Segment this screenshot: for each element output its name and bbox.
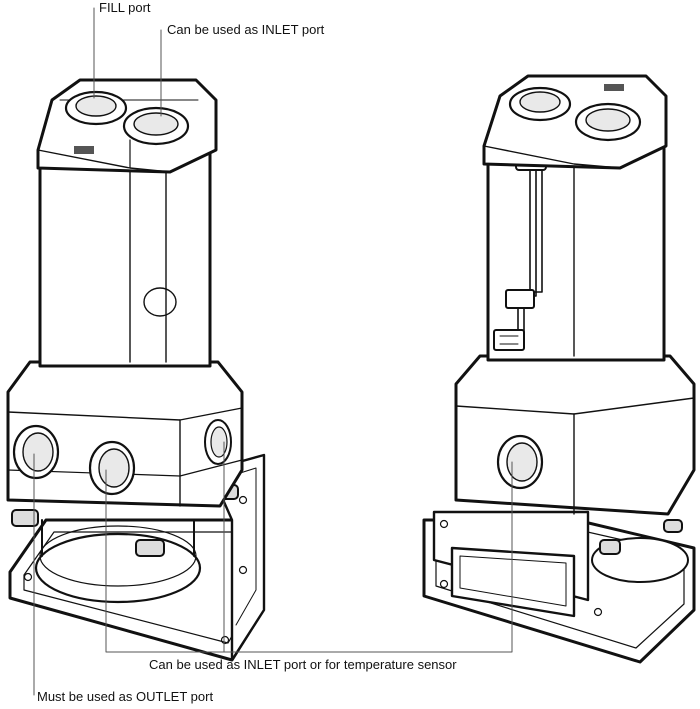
left-fill-port bbox=[64, 90, 128, 126]
left-outlet-port bbox=[12, 424, 60, 480]
leader-inlet-or-temp bbox=[105, 441, 513, 653]
left-inlet-port bbox=[122, 106, 190, 146]
left-side-port bbox=[204, 419, 232, 465]
left-front-port bbox=[88, 440, 136, 496]
left-body-tube bbox=[38, 146, 212, 368]
left-reservoir bbox=[6, 78, 266, 662]
right-reservoir bbox=[422, 74, 696, 664]
leader-lines bbox=[33, 7, 513, 696]
right-body-tube bbox=[486, 140, 666, 362]
fill-port-label: FILL port bbox=[99, 0, 151, 15]
inlet-or-temp-sensor-label: Can be used as INLET port or for tempera… bbox=[149, 657, 457, 672]
inlet-port-label: Can be used as INLET port bbox=[167, 22, 325, 37]
right-front-port bbox=[496, 434, 544, 490]
right-lower-housing bbox=[454, 354, 696, 516]
right-sensor-cable bbox=[493, 155, 547, 351]
outlet-port-label: Must be used as OUTLET port bbox=[37, 689, 214, 704]
right-fill-port bbox=[508, 86, 572, 122]
right-inlet-port bbox=[574, 102, 642, 142]
